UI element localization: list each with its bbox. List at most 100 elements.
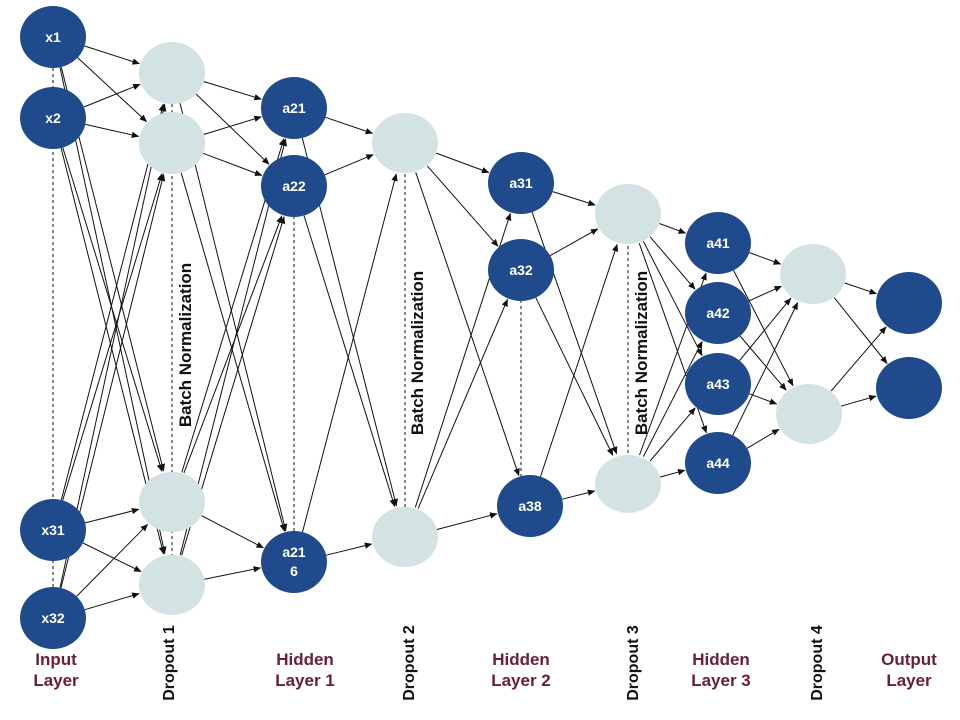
- connection-arrow: [82, 542, 142, 573]
- connection-arrow: [415, 172, 520, 477]
- input-neuron-x2: x2: [20, 87, 86, 149]
- hidden3-neuron-a43: a43: [685, 353, 751, 415]
- connection-arrow: [426, 165, 499, 247]
- node-label: a32: [509, 262, 533, 278]
- node-label: x32: [41, 610, 65, 626]
- batch-norm-label-2: Batch Normalization: [408, 271, 427, 435]
- node-label: a41: [706, 235, 730, 251]
- batch-norm-label-3: Batch Normalization: [632, 271, 651, 435]
- connection-arrow: [642, 241, 703, 357]
- dropout2-label: Dropout 2: [401, 625, 418, 701]
- connection-arrow: [84, 507, 140, 524]
- connection-arrow: [739, 297, 792, 361]
- dropout1-unit: [139, 555, 205, 615]
- connection-arrow: [85, 123, 140, 138]
- dropout3-unit: [595, 455, 661, 513]
- node-label: x1: [45, 29, 61, 45]
- connection-arrow: [844, 282, 877, 295]
- dropout1-label: Dropout 1: [161, 625, 178, 701]
- input-neuron-x31: x31: [20, 499, 86, 561]
- hidden2-neuron-a32: a32: [488, 239, 554, 301]
- dropout1-unit: [139, 472, 205, 532]
- node-label: a21: [282, 544, 306, 560]
- hidden1-neuron-a22: a22: [261, 155, 327, 217]
- output-neuron: [876, 357, 942, 419]
- hidden1-neuron-a216: a21 6: [261, 531, 327, 593]
- dropout2-unit: [372, 507, 438, 567]
- connection-arrow: [746, 428, 780, 449]
- connection-arrow: [659, 223, 687, 234]
- connection-arrow: [748, 285, 782, 302]
- connection-arrow: [84, 592, 140, 611]
- connection-arrow: [201, 515, 264, 549]
- node-label: a38: [518, 498, 542, 514]
- connection-arrow: [179, 102, 288, 532]
- connection-arrow: [76, 523, 149, 597]
- dropout3-unit: [595, 184, 661, 244]
- connection-arrow: [204, 566, 262, 580]
- connection-arrow: [325, 116, 374, 135]
- hidden1-label-line1: Hidden: [276, 650, 334, 669]
- input-layer-label-line2: Layer: [33, 671, 79, 690]
- hidden3-label-line2: Layer 3: [691, 671, 751, 690]
- hidden3-neuron-a42: a42: [685, 282, 751, 344]
- batch-norm-label-1: Batch Normalization: [176, 263, 195, 427]
- connection-arrow: [195, 93, 270, 165]
- connection-arrow: [59, 103, 167, 588]
- node-label: x31: [41, 522, 65, 538]
- hidden2-neuron-a31: a31: [488, 152, 554, 214]
- connection-arrow: [732, 302, 799, 436]
- connection-arrow: [552, 191, 596, 207]
- connection-arrow: [302, 173, 398, 533]
- connection-arrow: [733, 270, 794, 387]
- node-label: x2: [45, 110, 61, 126]
- dropout4-unit: [780, 244, 846, 304]
- connection-arrow: [84, 45, 140, 65]
- hidden2-neuron-a38: a38: [497, 475, 563, 537]
- connection-arrow: [62, 173, 164, 501]
- hidden1-label-line2: Layer 1: [275, 671, 335, 690]
- connection-arrow: [326, 542, 373, 556]
- connection-arrow: [303, 215, 396, 507]
- connection-arrow: [659, 469, 686, 478]
- dropout2-unit: [372, 113, 438, 173]
- connection-arrow: [203, 81, 262, 101]
- node-label: a21: [282, 100, 306, 116]
- connection-arrow: [830, 326, 887, 392]
- connection-arrow: [749, 393, 778, 405]
- dropout1-unit: [139, 112, 205, 174]
- hidden2-label-line1: Hidden: [492, 650, 550, 669]
- connection-arrow: [60, 103, 165, 501]
- input-neuron-x32: x32: [20, 587, 86, 649]
- connection-arrow: [531, 212, 618, 455]
- connection-arrow: [77, 57, 147, 123]
- connection-arrow: [436, 512, 498, 530]
- node-label: a42: [706, 305, 730, 321]
- connection-arrow: [62, 147, 163, 472]
- connection-arrow: [549, 228, 599, 257]
- dropout4-label: Dropout 4: [809, 625, 826, 701]
- connection-arrow: [436, 152, 490, 174]
- hidden3-neuron-a44: a44: [685, 432, 751, 494]
- connection-arrow: [642, 340, 703, 457]
- connection-arrow: [649, 236, 696, 290]
- node-label: a43: [706, 376, 730, 392]
- hidden1-neuron-a21: a21: [261, 77, 327, 139]
- connection-arrow: [562, 489, 596, 500]
- node-label: 6: [290, 563, 298, 579]
- input-layer-label-line1: Input: [35, 650, 77, 669]
- output-layer-label-line1: Output: [881, 650, 937, 669]
- connection-arrow: [180, 172, 286, 532]
- connection-arrow: [749, 252, 782, 265]
- connection-arrow: [183, 215, 283, 474]
- node-label: a22: [282, 178, 306, 194]
- connection-arrow: [840, 394, 877, 407]
- connection-arrow: [417, 298, 508, 509]
- connection-arrow: [540, 243, 619, 477]
- connection-arrow: [833, 297, 888, 364]
- dropout1-unit: [139, 42, 205, 104]
- dropout4-unit: [776, 384, 842, 444]
- hidden3-neuron-a41: a41: [685, 212, 751, 274]
- input-neuron-x1: x1: [20, 6, 86, 68]
